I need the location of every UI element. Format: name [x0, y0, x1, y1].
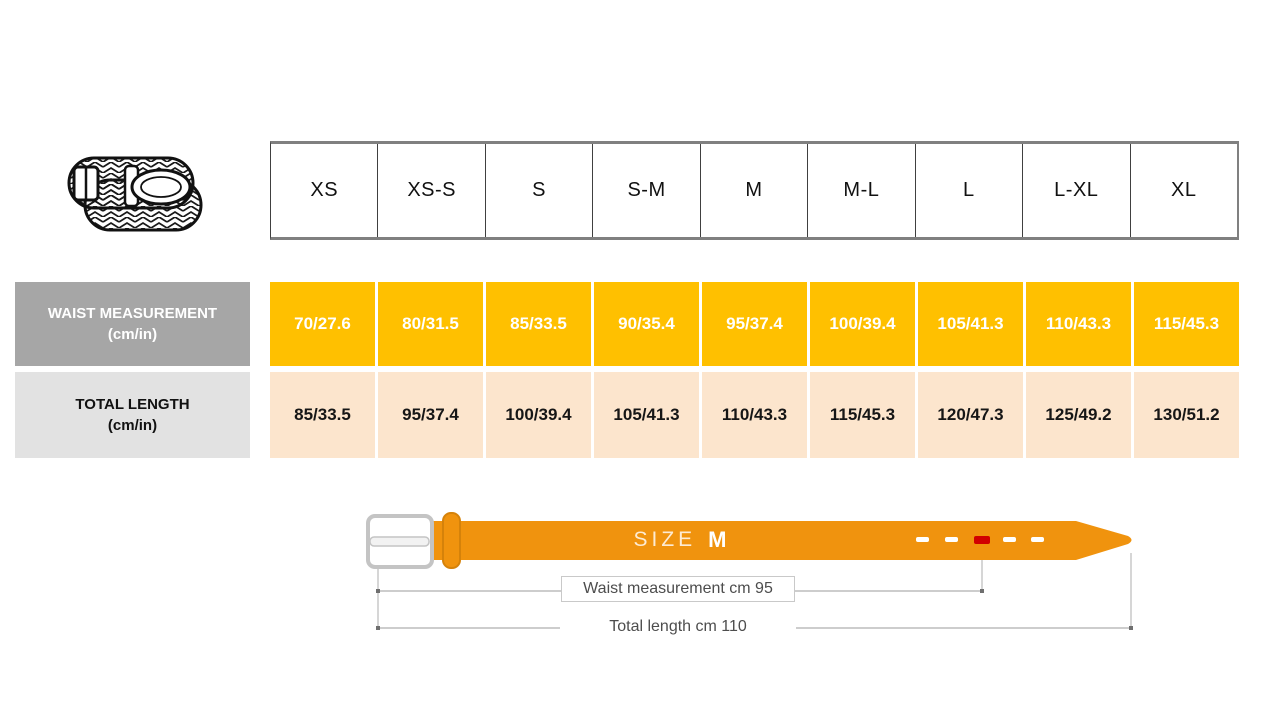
- length-cell: 130/51.2: [1134, 372, 1239, 458]
- waist-cell: 115/45.3: [1134, 282, 1239, 366]
- size-cell: M-L: [808, 144, 916, 237]
- waist-cell: 105/41.3: [918, 282, 1023, 366]
- length-cell: 95/37.4: [378, 372, 483, 458]
- size-cell: M: [701, 144, 809, 237]
- belt-measurement-diagram: [366, 512, 1133, 630]
- length-cell: 120/47.3: [918, 372, 1023, 458]
- length-cell: 85/33.5: [270, 372, 375, 458]
- size-cell: L: [916, 144, 1024, 237]
- length-cell: 100/39.4: [486, 372, 591, 458]
- row-label-unit: (cm/in): [107, 417, 158, 434]
- row-label-title: WAIST MEASUREMENT: [47, 305, 218, 322]
- size-word: SIZE: [633, 528, 697, 551]
- belt-hole: [1003, 537, 1016, 542]
- belt-hole: [1031, 537, 1044, 542]
- waist-cell: 90/35.4: [594, 282, 699, 366]
- size-cell: XS: [271, 144, 379, 237]
- belt-loop: [442, 512, 461, 569]
- size-value: M: [708, 527, 727, 552]
- measure-end-tick: [376, 626, 380, 630]
- total-length-callout-text: Total length cm 110: [609, 618, 747, 635]
- waist-cell: 85/33.5: [486, 282, 591, 366]
- row-label-unit: (cm/in): [107, 326, 158, 343]
- size-cell: S: [486, 144, 594, 237]
- row-label-title: TOTAL LENGTH: [75, 396, 190, 413]
- size-on-belt: SIZE M: [600, 527, 760, 553]
- braided-belt-icon: [67, 156, 203, 232]
- length-cell: 125/49.2: [1026, 372, 1131, 458]
- waist-cell: 100/39.4: [810, 282, 915, 366]
- size-cell: S-M: [593, 144, 701, 237]
- braided-belt-image: [55, 140, 215, 250]
- waist-cell: 80/31.5: [378, 282, 483, 366]
- waist-cell: 110/43.3: [1026, 282, 1131, 366]
- measure-end-tick: [376, 589, 380, 593]
- measure-end-tick: [980, 589, 984, 593]
- total-length-row: 85/33.5 95/37.4 100/39.4 105/41.3 110/43…: [270, 372, 1239, 458]
- buckle-prong: [369, 536, 430, 547]
- size-header-row: XS XS-S S S-M M M-L L L-XL XL: [270, 141, 1239, 240]
- length-cell: 110/43.3: [702, 372, 807, 458]
- belt-hole: [945, 537, 958, 542]
- waist-measurement-row-label: WAIST MEASUREMENT (cm/in): [15, 282, 250, 366]
- waist-cell: 95/37.4: [702, 282, 807, 366]
- waist-measurement-callout-text: Waist measurement cm 95: [583, 580, 773, 597]
- belt-strap: [430, 521, 1132, 560]
- belt-hole: [916, 537, 929, 542]
- length-cell: 105/41.3: [594, 372, 699, 458]
- waist-measurement-callout: Waist measurement cm 95: [561, 576, 795, 602]
- total-length-row-label: TOTAL LENGTH (cm/in): [15, 372, 250, 458]
- measure-end-tick: [1129, 626, 1133, 630]
- total-length-callout: Total length cm 110: [560, 614, 796, 640]
- size-cell: XS-S: [378, 144, 486, 237]
- waist-cell: 70/27.6: [270, 282, 375, 366]
- waist-measurement-row: 70/27.6 80/31.5 85/33.5 90/35.4 95/37.4 …: [270, 282, 1239, 366]
- length-cell: 115/45.3: [810, 372, 915, 458]
- belt-hole-marked: [974, 536, 990, 544]
- size-cell: XL: [1170, 179, 1197, 201]
- size-cell: L-XL: [1023, 144, 1131, 237]
